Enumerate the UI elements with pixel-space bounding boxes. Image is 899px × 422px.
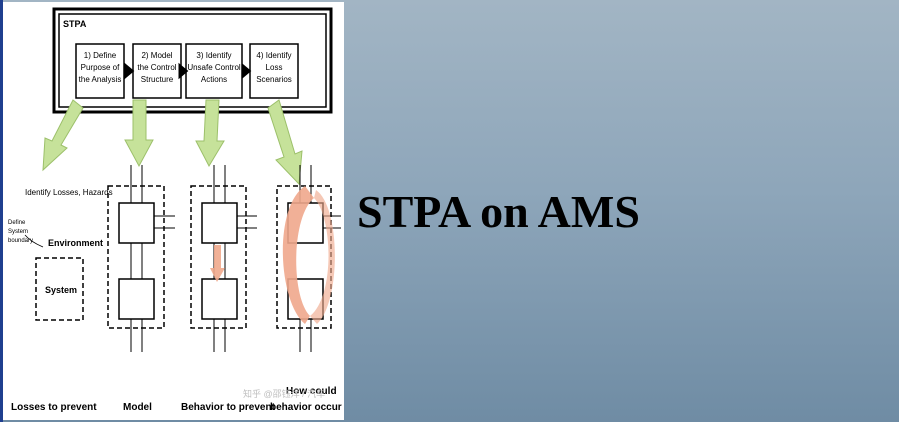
step1-line1: 1) Define bbox=[84, 51, 117, 60]
label-model: Model bbox=[123, 402, 152, 413]
panel-model-boundary bbox=[108, 186, 164, 328]
green-arrow-3 bbox=[196, 100, 224, 166]
step4-line3: Scenarios bbox=[256, 75, 292, 84]
step3-line1: 3) Identify bbox=[196, 51, 231, 60]
identify-label: Identify Losses, Hazards bbox=[25, 188, 113, 197]
panel-model-controller bbox=[119, 203, 154, 243]
step3-line2: Unsafe Control bbox=[187, 63, 241, 72]
define-label-1: Define bbox=[8, 220, 26, 226]
step-arrow-1 bbox=[124, 66, 132, 76]
panel-behavior-controller bbox=[202, 203, 237, 243]
slide-title: STPA on AMS bbox=[357, 184, 640, 240]
system-label: System bbox=[45, 285, 77, 295]
label-losses: Losses to prevent bbox=[11, 402, 97, 413]
step2-line3: Structure bbox=[141, 75, 174, 84]
step-arrow-2 bbox=[180, 66, 186, 76]
unsafe-action-arrow bbox=[210, 245, 225, 282]
step1-line3: the Analysis bbox=[79, 75, 122, 84]
label-behavior-occur: behavior occur bbox=[270, 402, 342, 413]
label-behavior: Behavior to prevent bbox=[181, 402, 276, 413]
step-arrow-3 bbox=[242, 66, 249, 76]
panel-model-process bbox=[119, 279, 154, 319]
define-label-2: System bbox=[8, 229, 28, 235]
step4-line2: Loss bbox=[266, 63, 283, 72]
watermark: 知乎 @邵钰洋 / 汽车 bbox=[243, 388, 325, 399]
step2-line1: 2) Model bbox=[141, 51, 172, 60]
step2-line2: the Control bbox=[137, 63, 176, 72]
stpa-diagram: STPA 1) Define Purpose of the Analysis 2… bbox=[3, 2, 344, 420]
step4-line1: 4) Identify bbox=[256, 51, 291, 60]
stpa-header: STPA bbox=[63, 19, 87, 29]
step3-line3: Actions bbox=[201, 75, 227, 84]
unsafe-highlights bbox=[210, 186, 335, 324]
green-arrow-2 bbox=[125, 100, 153, 166]
stpa-diagram-image: STPA 1) Define Purpose of the Analysis 2… bbox=[3, 2, 344, 420]
environment-label: Environment bbox=[48, 238, 103, 248]
step1-line2: Purpose of bbox=[81, 63, 120, 72]
panel-behavior-process bbox=[202, 279, 237, 319]
